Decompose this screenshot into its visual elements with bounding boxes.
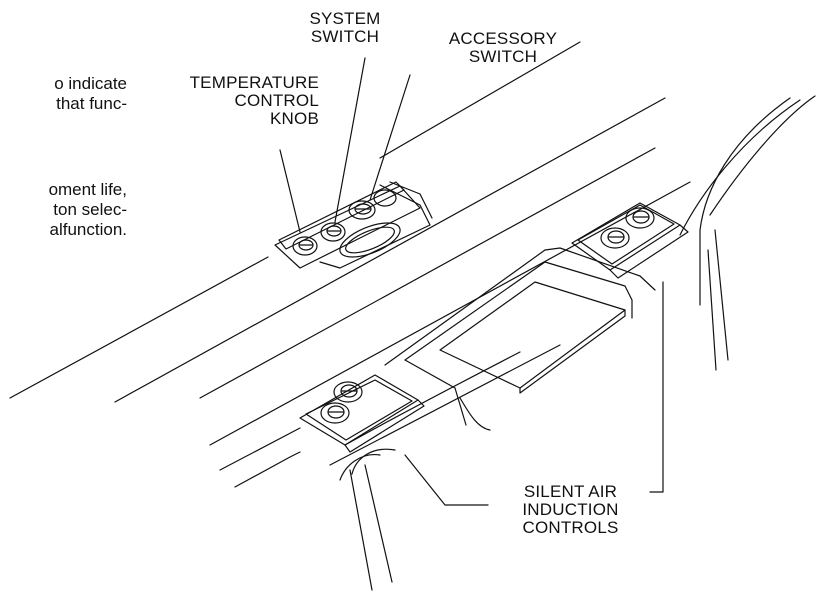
system-switch-icon [320,222,346,242]
label-line: KNOB [270,109,319,128]
label-line: SYSTEM [309,9,381,28]
body-line: o indicate [54,74,127,93]
accessory-switch-icon [348,189,397,220]
left-vent-pod [299,374,425,453]
body-line: ton selec- [53,200,127,219]
label-accessory-switch: ACCESSORY SWITCH [418,30,588,66]
body-paragraph-2: oment life, ton selec- alfunction. [49,180,127,240]
label-line: TEMPERATURE [189,73,319,92]
console-edges [9,41,816,591]
label-silent-air-induction-controls: SILENT AIR INDUCTION CONTROLS [488,483,653,537]
label-line: CONTROLS [522,518,619,537]
leader-lines [279,57,664,506]
label-line: CONTROL [234,91,319,110]
body-paragraph-1: o indicate that func- [54,74,127,114]
body-line: that func- [56,94,127,113]
right-vent-pod [571,202,689,279]
temperature-control-knob-icon [292,236,318,256]
label-line: SWITCH [310,27,380,46]
body-line: oment life, [48,180,127,199]
label-line: SILENT AIR [523,482,618,501]
label-system-switch: SYSTEM SWITCH [285,10,405,46]
center-panel [384,247,656,431]
label-line: ACCESSORY [448,29,558,48]
label-line: INDUCTION [522,500,619,519]
label-temperature-control-knob: TEMPERATURE CONTROL KNOB [190,74,319,128]
body-line: alfunction. [49,220,128,239]
label-line: SWITCH [468,47,538,66]
